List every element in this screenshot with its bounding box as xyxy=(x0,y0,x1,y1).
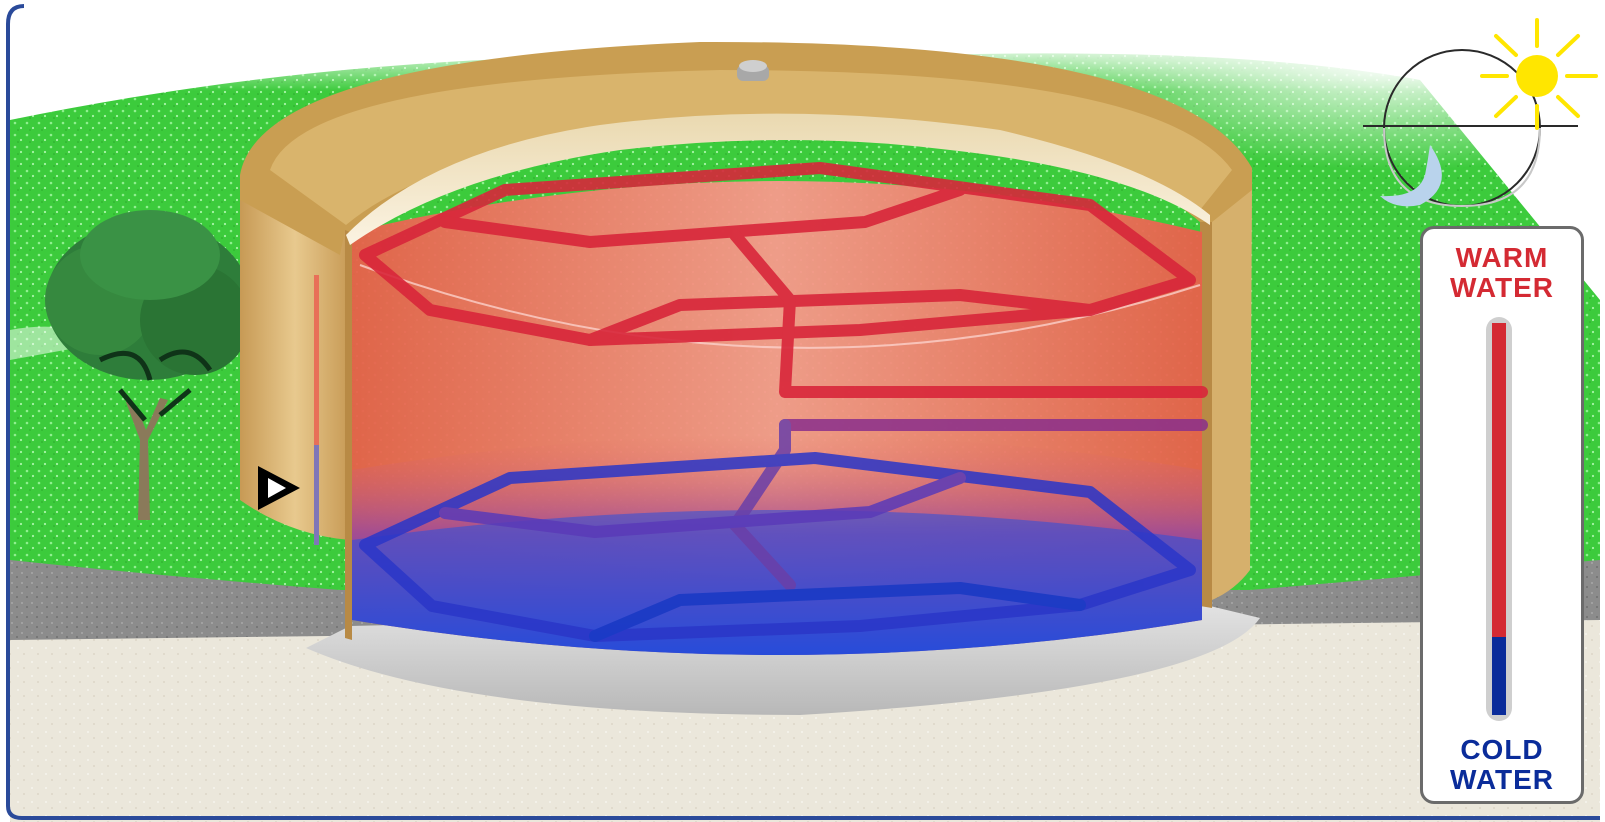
temperature-legend: WARM WATER COLD WATER xyxy=(1420,226,1584,804)
legend-cold-label: COLD WATER xyxy=(1423,735,1581,795)
warm-water-volume xyxy=(352,181,1202,655)
legend-bar-cold-segment xyxy=(1492,637,1506,715)
legend-warm-label: WARM WATER xyxy=(1423,243,1581,303)
legend-temperature-bar xyxy=(1486,317,1512,721)
wall-level-gauge xyxy=(314,275,319,545)
legend-bar-warm-segment xyxy=(1492,323,1506,637)
